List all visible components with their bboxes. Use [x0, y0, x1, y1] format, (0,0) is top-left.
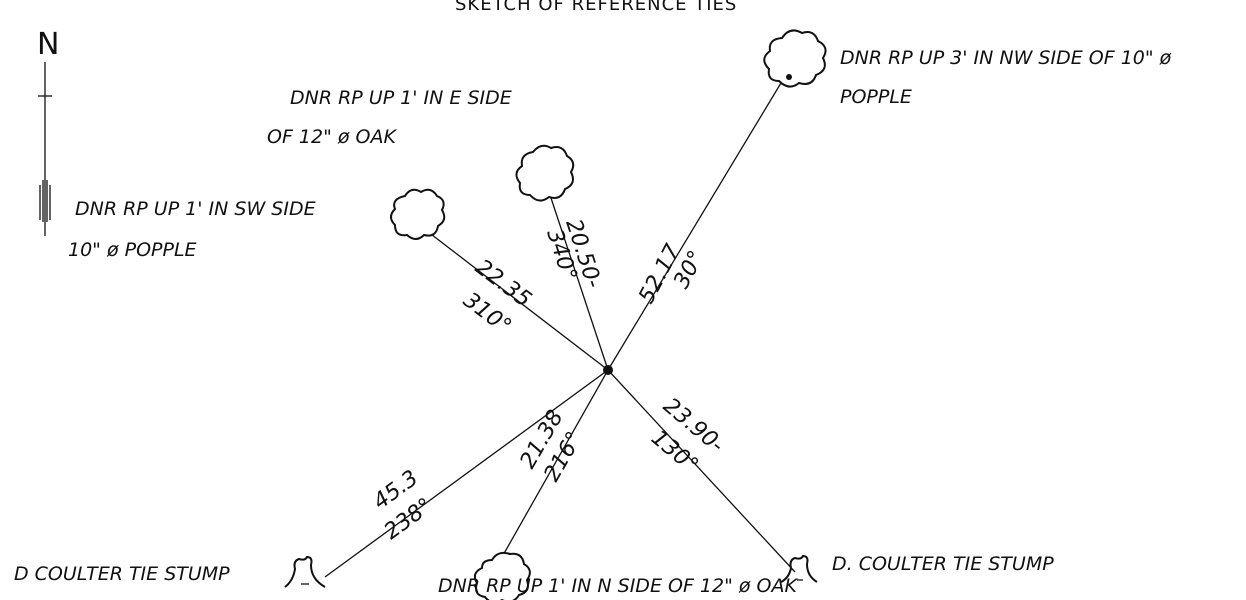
measure-130: 23.90- 130° [646, 393, 728, 478]
stump-icon-sw [284, 555, 326, 588]
measure-238: 45.3 238° [369, 466, 438, 545]
label-line: POPPLE [840, 86, 912, 108]
tie-line-238 [324, 369, 609, 578]
tree-icon-ne-popple [763, 29, 827, 88]
label-line: DNR RP UP 1' IN SW SIDE [75, 198, 316, 220]
label-line: 10" ø POPPLE [68, 239, 197, 261]
label-line: DNR RP UP 1' IN E SIDE [290, 87, 512, 109]
label-line: D. COULTER TIE STUMP [832, 553, 1054, 575]
label-line: DNR RP UP 1' IN N SIDE OF 12" ø OAK [438, 575, 798, 597]
measure-340: 20.50- 340° [541, 216, 606, 291]
label-sw-stump: D COULTER TIE STUMP [14, 563, 230, 585]
tie-line-30 [607, 77, 785, 371]
label-line: D COULTER TIE STUMP [14, 563, 230, 585]
corner-point [603, 365, 613, 375]
sketch-title: SKETCH OF REFERENCE TIES [455, 0, 737, 15]
label-south-oak: DNR RP UP 1' IN N SIDE OF 12" ø OAK [438, 575, 798, 597]
tree-icon-nw-popple [390, 188, 446, 240]
label-line: OF 12" ø OAK [267, 126, 397, 148]
north-arrow-label: N [37, 27, 59, 62]
tie-line-216 [501, 369, 609, 558]
label-se-stump: D. COULTER TIE STUMP [832, 553, 1054, 575]
tie-line-130 [607, 369, 796, 573]
stump-icon-se [780, 554, 818, 583]
measure-310: 22.35 310° [458, 255, 535, 340]
label-line: DNR RP UP 3' IN NW SIDE OF 10" ø [840, 47, 1172, 69]
tie-line-340 [549, 194, 609, 371]
tie-lines [324, 77, 796, 578]
measure-30: 52.17 30° [634, 240, 709, 307]
label-oak-north: DNR RP UP 1' IN E SIDE OF 12" ø OAK [267, 87, 512, 148]
label-nw-popple: DNR RP UP 1' IN SW SIDE 10" ø POPPLE [68, 198, 316, 261]
north-arrow-feathers [39, 180, 51, 222]
tie-line-310 [422, 227, 609, 371]
label-ne-popple: DNR RP UP 3' IN NW SIDE OF 10" ø POPPLE [840, 47, 1172, 108]
tree-icon-oak-north [515, 144, 575, 202]
north-arrow: N [37, 27, 59, 236]
tree-icon-south-oak [473, 551, 531, 600]
measure-216: 21.38 216° [516, 406, 588, 486]
